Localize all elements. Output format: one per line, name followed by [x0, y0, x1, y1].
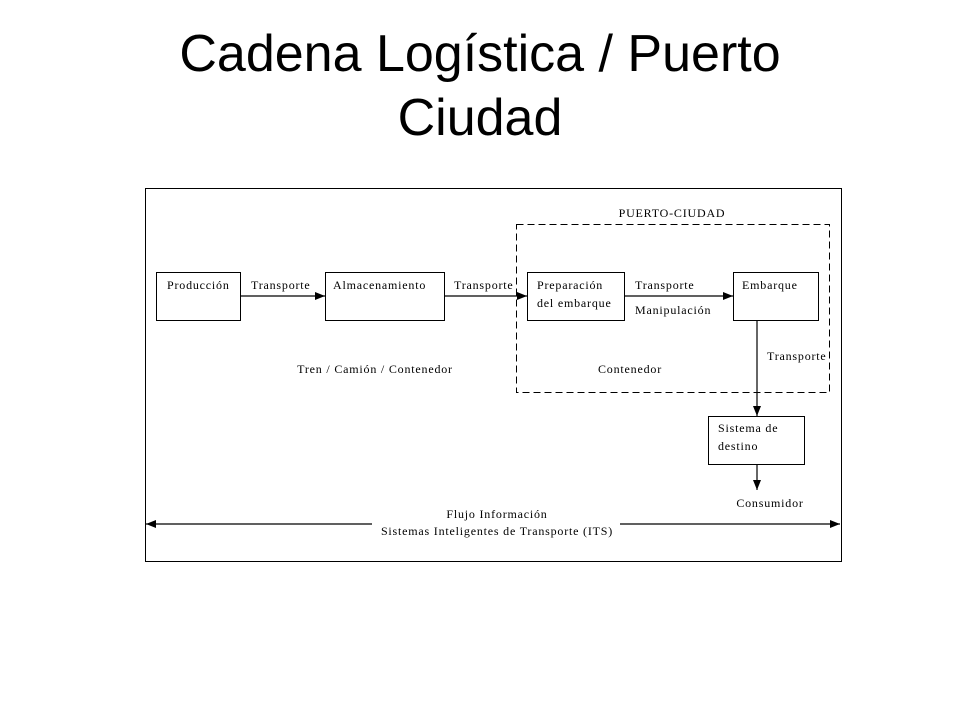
- node-produccion-box: [156, 272, 241, 321]
- node-sistema-destino-label-line2: destino: [718, 439, 758, 453]
- node-preparacion-label-line2: del embarque: [537, 296, 612, 310]
- slide-title: Cadena Logística / Puerto Ciudad: [179, 25, 781, 147]
- edge-label-preparacion-embarque: Transporte: [635, 278, 695, 292]
- node-sistema-destino-label-line1: Sistema de: [718, 421, 778, 435]
- its-label: Sistemas Inteligentes de Transporte (ITS…: [381, 524, 613, 538]
- node-produccion-label: Producción: [167, 278, 230, 292]
- node-embarque-label: Embarque: [742, 278, 798, 292]
- info-flow-label: Flujo Información: [446, 507, 547, 521]
- edge-label-almacenamiento-preparacion: Transporte: [454, 278, 514, 292]
- node-embarque-box: [733, 272, 819, 321]
- node-preparacion-label-line1: Preparación: [537, 278, 603, 292]
- node-almacenamiento-label: Almacenamiento: [333, 278, 426, 292]
- node-sistema-destino-box: [708, 416, 805, 465]
- puerto-ciudad-region-label: PUERTO-CIUDAD: [619, 206, 726, 220]
- node-almacenamiento-box: [325, 272, 445, 321]
- puerto-ciudad-region: [516, 224, 830, 393]
- land-modes-label: Tren / Camión / Contenedor: [297, 362, 453, 376]
- edge-label-produccion-almacenamiento: Transporte: [251, 278, 311, 292]
- port-modes-label: Contenedor: [598, 362, 662, 376]
- diagram-frame: [145, 188, 842, 562]
- consumidor-label: Consumidor: [736, 496, 803, 510]
- edge-sublabel-manipulacion: Manipulación: [635, 303, 711, 317]
- edge-label-embarque-sistema-destino: Transporte: [767, 349, 827, 363]
